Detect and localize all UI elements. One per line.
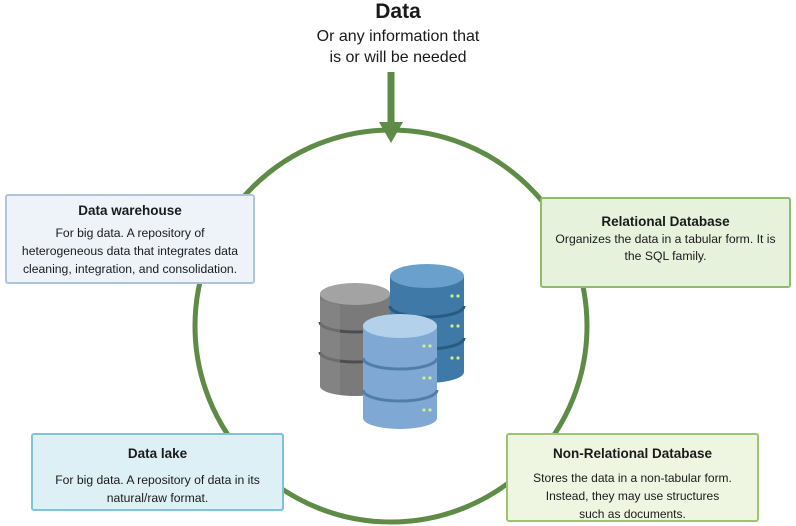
description-line: natural/raw format. bbox=[106, 491, 209, 505]
box-title: Data warehouse bbox=[78, 203, 182, 218]
data-warehouse-box: Data warehouse For big data. A repositor… bbox=[5, 194, 255, 284]
box-description: Stores the data in a non-tabular form. I… bbox=[514, 469, 751, 523]
box-description: For big data. A repository of data in it… bbox=[41, 471, 274, 507]
box-description: Organizes the data in a tabular form. It… bbox=[548, 231, 783, 265]
description-line: heterogeneous data that integrates data bbox=[21, 244, 239, 258]
diagram-title: Data bbox=[375, 0, 421, 23]
subtitle-line: Or any information that bbox=[316, 28, 480, 45]
description-line: Stores the data in a non-tabular form. bbox=[533, 471, 732, 485]
description-line: cleaning, integration, and consolidation… bbox=[22, 262, 238, 276]
description-line: Organizes the data in a tabular form. It… bbox=[555, 232, 776, 246]
diagram-subtitle: Or any information that is or will be ne… bbox=[248, 26, 548, 68]
box-description: For big data. A repository of heterogene… bbox=[15, 224, 245, 278]
non-relational-database-box: Non-Relational Database Stores the data … bbox=[506, 433, 759, 522]
description-line: such as documents. bbox=[579, 507, 686, 521]
diagram-header: Data Or any information that is or will … bbox=[248, 0, 548, 68]
description-line: For big data. A repository of data in it… bbox=[55, 473, 260, 487]
box-title: Data lake bbox=[127, 446, 188, 461]
relational-database-box: Relational Database Organizes the data i… bbox=[540, 197, 791, 288]
description-line: the SQL family. bbox=[624, 249, 707, 263]
description-line: For big data. A repository of bbox=[55, 226, 205, 240]
box-title: Relational Database bbox=[601, 214, 730, 229]
cycle-ring bbox=[192, 127, 590, 525]
subtitle-line: is or will be needed bbox=[329, 49, 467, 66]
data-lake-box: Data lake For big data. A repository of … bbox=[31, 433, 284, 511]
description-line: Instead, they may use structures bbox=[545, 489, 720, 503]
box-title: Non-Relational Database bbox=[552, 446, 713, 461]
database-stack-icon bbox=[318, 264, 466, 429]
